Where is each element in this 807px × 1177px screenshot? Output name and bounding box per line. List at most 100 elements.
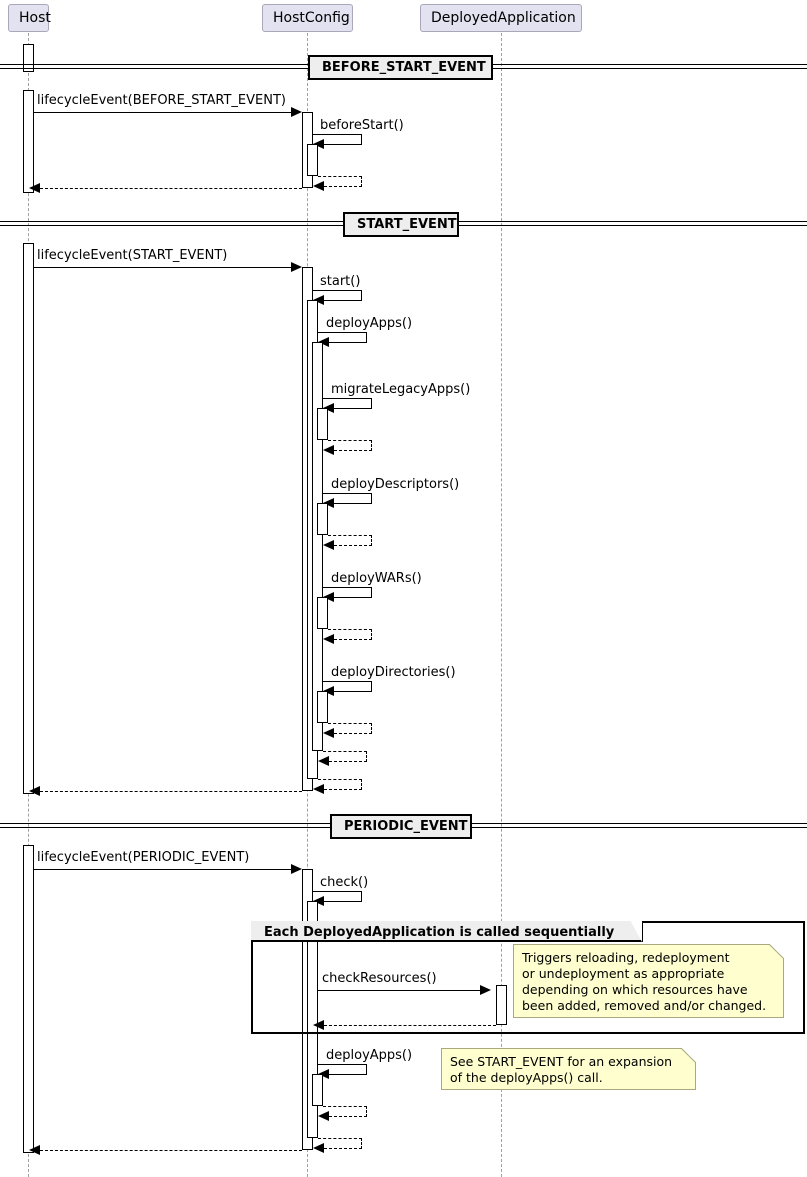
self-call-bottom-deployapps-periodic xyxy=(329,1074,367,1075)
self-call-top-check xyxy=(313,891,362,892)
note-deployapps-periodic-fold-icon xyxy=(681,1048,697,1064)
self-call-arrow-migratelegacyapps xyxy=(323,403,334,413)
self-return-arrow-before-start xyxy=(313,181,324,191)
activation-host-top xyxy=(23,44,34,72)
self-call-right-deployapps-periodic xyxy=(366,1064,367,1075)
message-arrow-lifecycle-start xyxy=(291,262,302,272)
self-return-bottom-deploydirectories xyxy=(334,733,372,734)
self-call-bottom-deploydescriptors xyxy=(334,503,372,504)
self-call-bottom-check xyxy=(324,901,362,902)
participant-deployedapplication[interactable]: DeployedApplication xyxy=(420,4,582,32)
self-return-top-migratelegacyapps xyxy=(328,440,372,441)
self-call-arrow-deployapps-periodic xyxy=(318,1069,329,1079)
self-return-bottom-start xyxy=(324,789,362,790)
self-call-arrow-deployapps xyxy=(318,337,329,347)
note-deployapps-periodic: See START_EVENT for an expansion of the … xyxy=(441,1048,696,1090)
self-return-bottom-deploywars xyxy=(334,639,372,640)
activation-host-start xyxy=(23,243,34,794)
return-arrow-periodic xyxy=(29,1145,40,1155)
self-call-right-deployapps xyxy=(366,332,367,343)
self-return-arrow-migratelegacyapps xyxy=(323,445,334,455)
self-return-arrow-check xyxy=(313,1143,324,1153)
self-return-right-check xyxy=(361,1138,362,1149)
participant-hostconfig[interactable]: HostConfig xyxy=(262,4,353,32)
self-return-bottom-deployapps-periodic xyxy=(329,1116,367,1117)
divider-start-event: START_EVENT xyxy=(343,212,459,237)
message-label-migratelegacyapps: migrateLegacyApps() xyxy=(331,382,471,397)
message-label-before-start: beforeStart() xyxy=(320,118,404,133)
self-return-bottom-before-start xyxy=(324,186,362,187)
self-call-right-deploydirectories xyxy=(371,681,372,692)
message-label-start: start() xyxy=(320,274,361,289)
self-return-bottom-deploydescriptors xyxy=(334,545,372,546)
self-call-bottom-deploydirectories xyxy=(334,691,372,692)
self-return-top-deploywars xyxy=(328,629,372,630)
participant-host[interactable]: Host xyxy=(8,4,51,32)
self-return-right-before-start xyxy=(361,176,362,187)
self-return-top-start xyxy=(318,779,362,780)
message-label-lifecycle-before-start: lifecycleEvent(BEFORE_START_EVENT) xyxy=(37,93,286,108)
self-call-top-deploywars xyxy=(323,587,372,588)
activation-hostconfig-before-start-inner xyxy=(307,144,318,176)
message-line-lifecycle-periodic xyxy=(34,869,296,870)
self-return-arrow-start xyxy=(313,784,324,794)
self-call-top-deployapps-periodic xyxy=(318,1064,367,1065)
self-call-right-before-start xyxy=(361,134,362,145)
self-return-bottom-check xyxy=(324,1148,362,1149)
self-call-arrow-check xyxy=(313,896,324,906)
activation-hostconfig-check-l2 xyxy=(307,901,318,1138)
activation-hostconfig-deploydescriptors-l4 xyxy=(317,503,328,535)
message-label-lifecycle-start: lifecycleEvent(START_EVENT) xyxy=(37,248,228,263)
return-arrow-start xyxy=(29,786,40,796)
self-return-top-before-start xyxy=(318,176,362,177)
message-arrow-lifecycle-before-start xyxy=(291,107,302,117)
self-call-bottom-start xyxy=(324,300,362,301)
self-call-top-migratelegacyapps xyxy=(323,398,372,399)
self-return-right-migratelegacyapps xyxy=(371,440,372,451)
self-call-bottom-migratelegacyapps xyxy=(334,408,372,409)
self-call-arrow-deploydescriptors xyxy=(323,498,334,508)
activation-host-before-start xyxy=(23,90,34,193)
self-call-arrow-deploywars xyxy=(323,592,334,602)
self-call-top-deploydirectories xyxy=(323,681,372,682)
self-return-top-deploydescriptors xyxy=(328,535,372,536)
message-label-lifecycle-periodic: lifecycleEvent(PERIODIC_EVENT) xyxy=(37,850,250,865)
loop-frame-tab-clip xyxy=(630,920,642,942)
return-line-start xyxy=(40,791,302,792)
divider-periodic-event: PERIODIC_EVENT xyxy=(330,814,472,839)
message-label-deploywars: deployWARs() xyxy=(331,571,422,586)
loop-frame-title: Each DeployedApplication is called seque… xyxy=(264,925,615,940)
activation-host-periodic xyxy=(23,845,34,1153)
message-line-lifecycle-start xyxy=(34,267,296,268)
return-arrow-checkresources xyxy=(313,1020,324,1030)
activation-hostconfig-deployapps-l3 xyxy=(312,342,323,751)
message-arrow-lifecycle-periodic xyxy=(291,864,302,874)
note-checkresources: Triggers reloading, redeployment or unde… xyxy=(513,944,784,1018)
self-return-arrow-deploydirectories xyxy=(323,728,334,738)
self-return-arrow-deployapps-periodic xyxy=(318,1111,329,1121)
return-line-checkresources xyxy=(324,1025,496,1026)
lifeline-deployedapplication xyxy=(501,28,502,1177)
self-call-top-deploydescriptors xyxy=(323,493,372,494)
self-call-top-deployapps xyxy=(318,332,367,333)
self-call-bottom-before-start xyxy=(324,144,362,145)
self-call-arrow-before-start xyxy=(313,139,324,149)
self-call-right-deploywars xyxy=(371,587,372,598)
self-return-bottom-migratelegacyapps xyxy=(334,450,372,451)
message-label-checkresources: checkResources() xyxy=(322,971,437,986)
activation-hostconfig-migratelegacyapps-l4 xyxy=(317,408,328,440)
self-call-bottom-deployapps xyxy=(329,342,367,343)
self-call-arrow-start xyxy=(313,295,324,305)
self-return-bottom-deployapps xyxy=(329,761,367,762)
self-call-arrow-deploydirectories xyxy=(323,686,334,696)
self-return-right-deployapps-periodic xyxy=(366,1106,367,1117)
self-return-right-deploydirectories xyxy=(371,723,372,734)
message-arrow-checkresources xyxy=(480,985,491,995)
self-call-right-start xyxy=(361,290,362,301)
return-arrow-before-start xyxy=(29,183,40,193)
activation-hostconfig-deployapps-periodic-l3 xyxy=(312,1074,323,1106)
self-call-right-migratelegacyapps xyxy=(371,398,372,409)
self-return-right-deployapps xyxy=(366,751,367,762)
self-call-top-start xyxy=(313,290,362,291)
